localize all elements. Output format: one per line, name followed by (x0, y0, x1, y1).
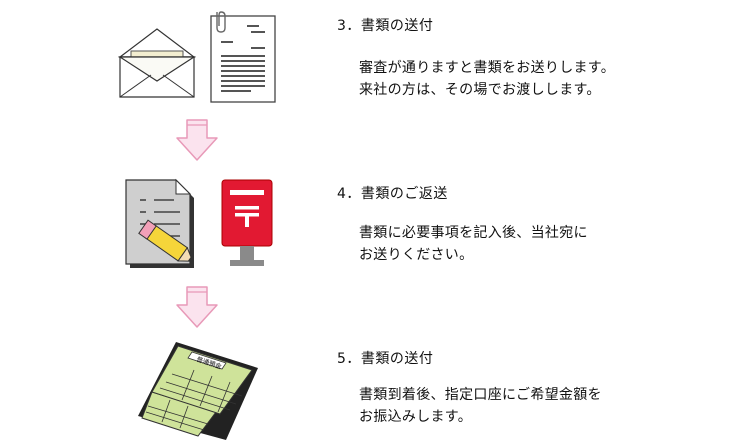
form-with-pencil-icon (124, 178, 199, 270)
down-arrow-icon (175, 285, 219, 329)
step-3-line-2: 来社の方は、その場でお渡しします。 (359, 82, 601, 98)
bank-passbook-icon: 普通預金 (136, 338, 261, 443)
step-5-line-2: お振込みします。 (359, 409, 472, 425)
down-arrow-icon (175, 118, 219, 162)
step-3-description: 審査が通りますと書類をお送りします。 来社の方は、その場でお渡しします。 (359, 57, 615, 101)
step-3-line-1: 審査が通りますと書類をお送りします。 (359, 60, 615, 76)
step-4-line-2: お送りください。 (359, 247, 474, 263)
step-5-description: 書類到着後、指定口座にご希望金額を お振込みします。 (359, 384, 602, 428)
step-3-title: 3．書類の送付 (337, 18, 434, 34)
red-postbox-icon (219, 178, 275, 270)
step-4-title: 4．書類のご返送 (337, 186, 448, 202)
step-4-description: 書類に必要事項を記入後、当社宛に お送りください。 (359, 222, 588, 266)
step-5-title: 5．書類の送付 (337, 351, 434, 367)
step-4-line-1: 書類に必要事項を記入後、当社宛に (359, 225, 588, 241)
open-envelope-icon (117, 25, 197, 100)
step-5-line-1: 書類到着後、指定口座にご希望金額を (359, 387, 602, 403)
clipped-document-icon (207, 10, 279, 105)
